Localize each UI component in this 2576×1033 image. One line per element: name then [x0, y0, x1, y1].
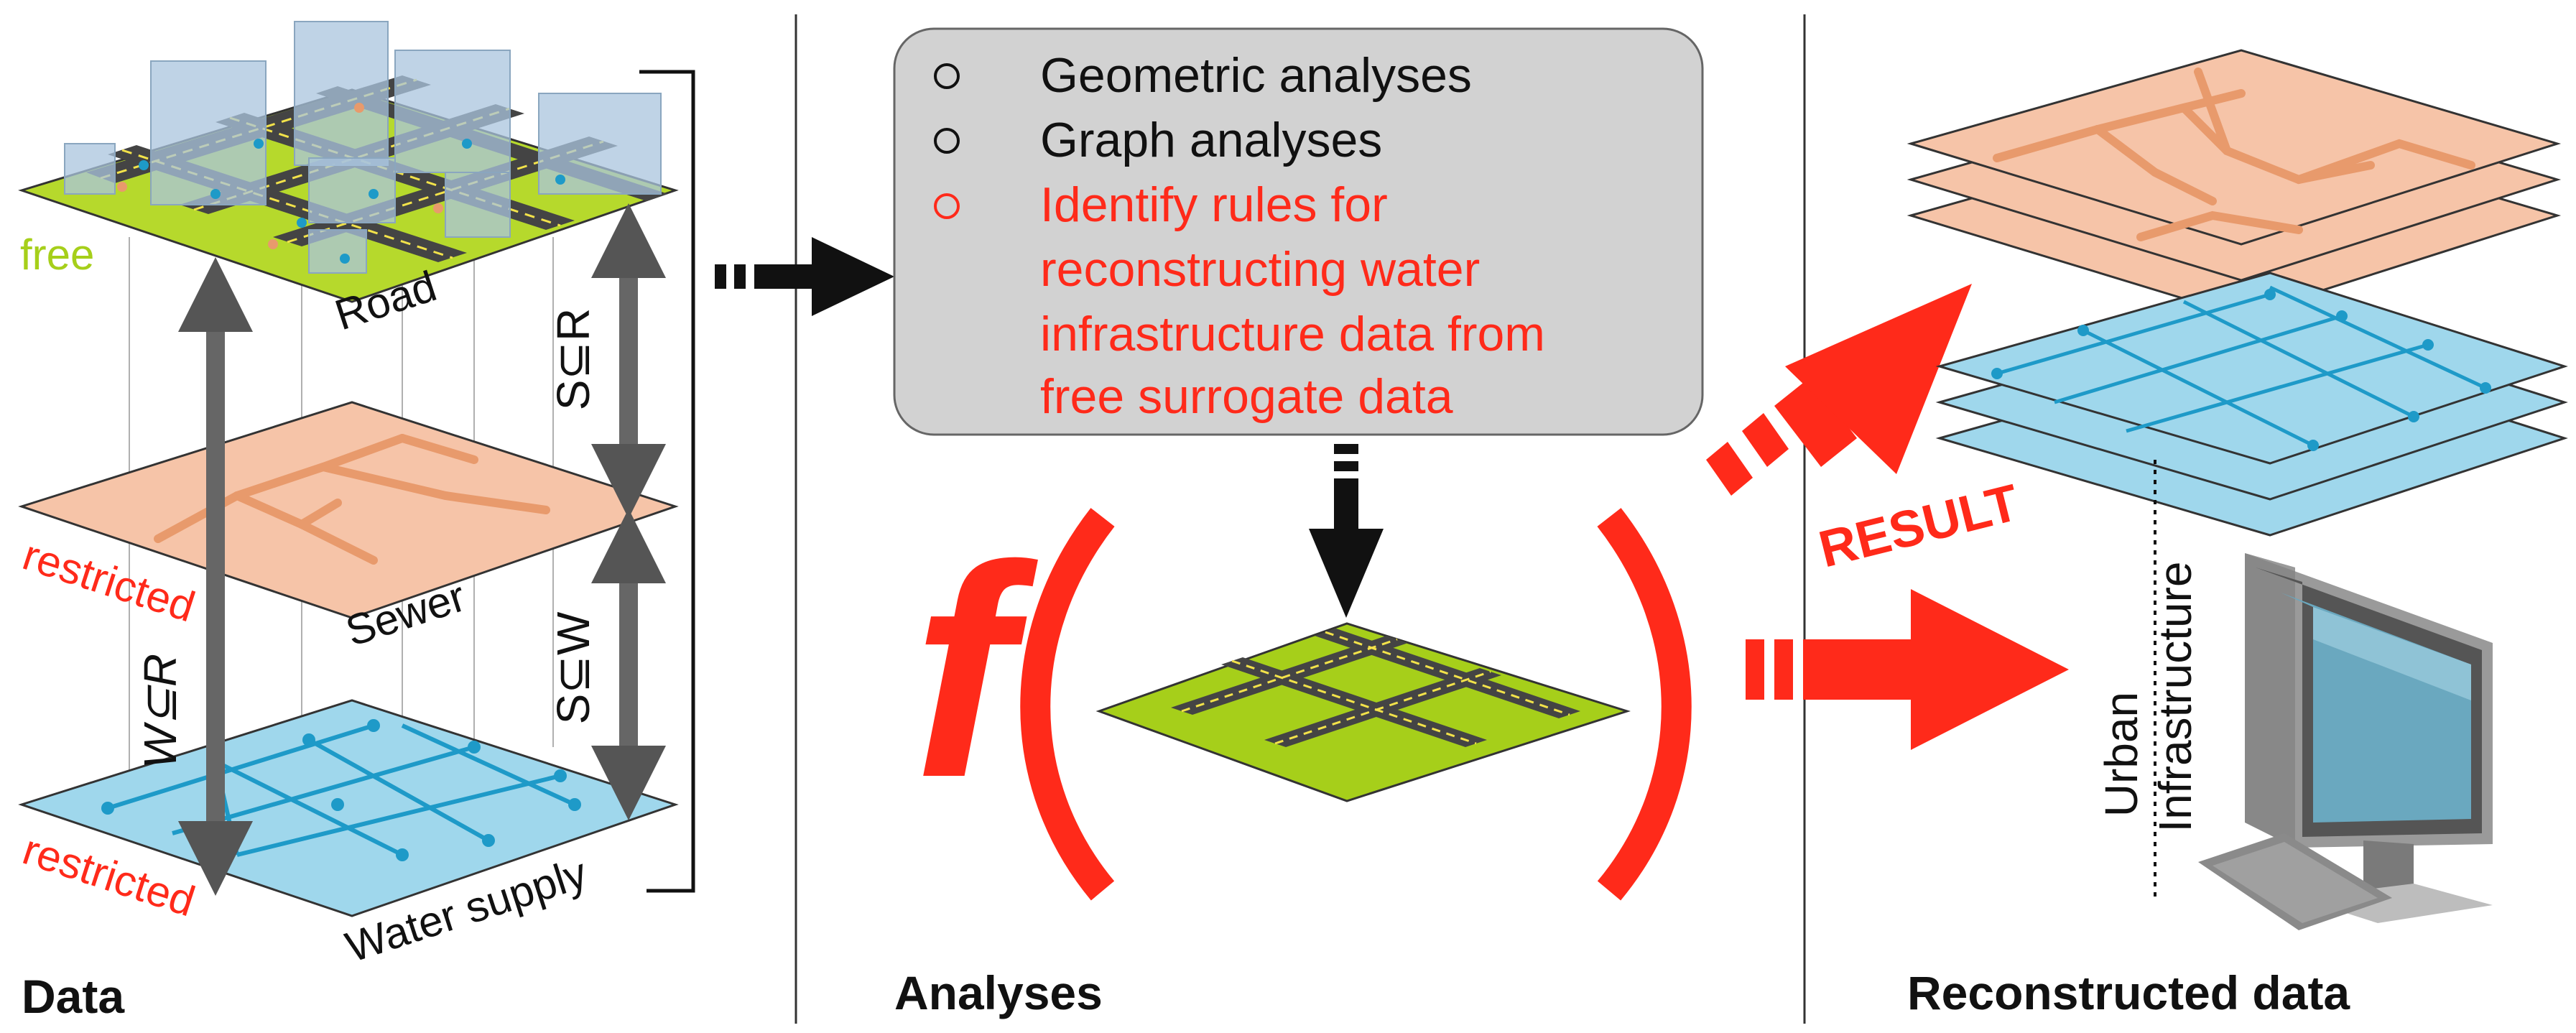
road-access-label: free — [20, 231, 94, 279]
analysis-item-rules-line4: free surrogate data — [1040, 369, 1453, 424]
bullet-icon — [934, 63, 960, 89]
data-panel: free Road restricted Sewer restricted Wa… — [17, 21, 695, 1023]
s-w-relation-label: S⊆W — [547, 611, 599, 724]
infrastructure-label: Infrastructure — [2149, 561, 2201, 832]
bullet-icon — [934, 193, 960, 219]
w-r-relation-label: W⊆R — [134, 654, 186, 769]
function-symbol: f — [912, 504, 1039, 840]
analysis-item-rules-line2: reconstructing water — [1040, 242, 1480, 297]
reconstructed-water-layers — [1935, 272, 2568, 537]
analysis-item-geometric: Geometric analyses — [1040, 48, 1472, 103]
result-arrow-upper — [1706, 284, 1972, 496]
data-panel-title: Data — [22, 970, 125, 1023]
reconstructed-panel: Urban Infrastructure Reconstructed data — [1906, 49, 2568, 1019]
s-r-relation-label: S⊆R — [547, 308, 599, 411]
analysis-item-rules-line3: infrastructure data from — [1040, 307, 1545, 361]
layer-stack-bracket — [639, 70, 695, 893]
analysis-item-graph: Graph analyses — [1040, 113, 1382, 167]
function-close-paren — [1597, 508, 1692, 901]
reconstructed-panel-title: Reconstructed data — [1907, 966, 2350, 1019]
road-layer — [18, 21, 679, 303]
analyses-box — [893, 27, 1704, 436]
arrow-analyses-to-function — [1309, 444, 1384, 618]
computer-monitor-icon — [2198, 553, 2493, 930]
result-arrow-lower — [1746, 589, 2069, 750]
free-road-data-tile — [1095, 622, 1631, 802]
bullet-icon — [934, 128, 960, 154]
analyses-panel-title: Analyses — [894, 966, 1103, 1019]
analyses-panel: Geometric analyses Graph analyses Identi… — [893, 27, 1704, 1019]
arrow-data-to-analyses — [715, 237, 894, 316]
function-open-paren — [1020, 508, 1115, 901]
urban-label: Urban — [2095, 692, 2147, 817]
analysis-item-rules-line1: Identify rules for — [1040, 177, 1388, 232]
result-label: RESULT — [1814, 474, 2025, 579]
reconstructed-sewer-layers — [1906, 49, 2562, 318]
